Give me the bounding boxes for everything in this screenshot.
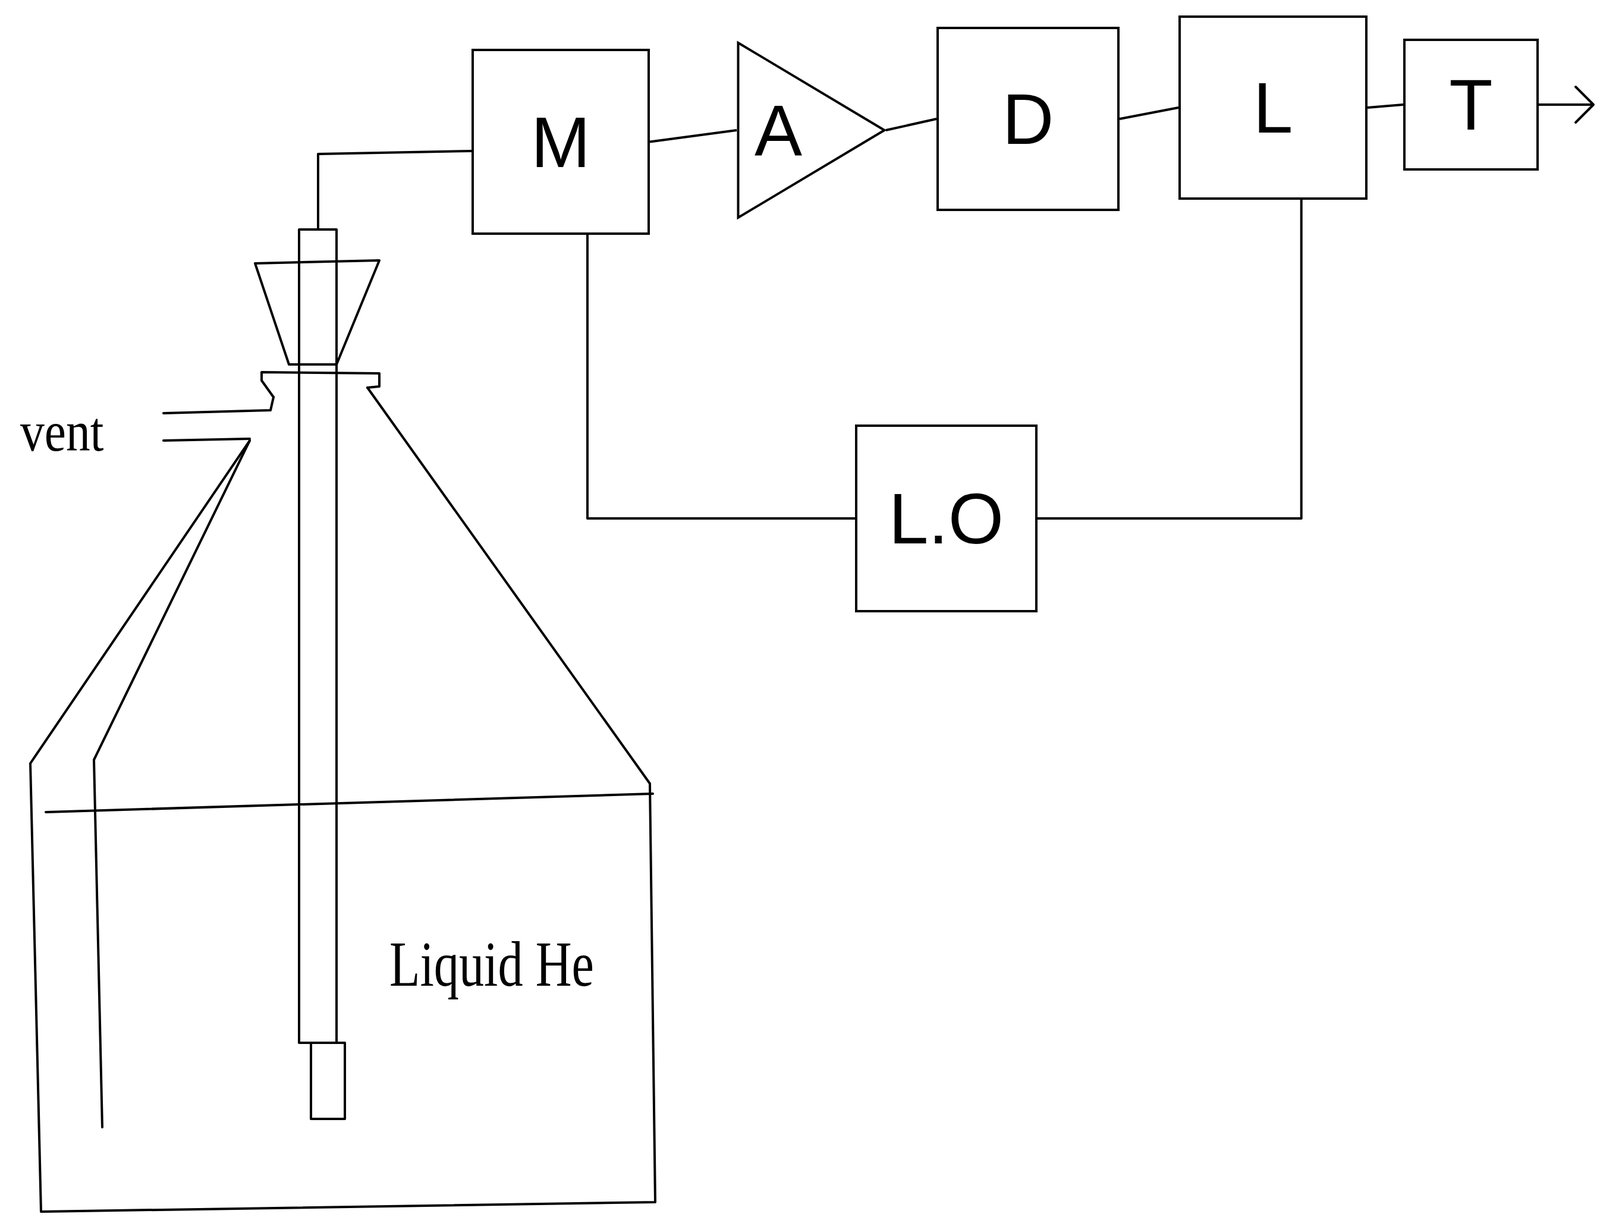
node-letter: A xyxy=(754,94,803,166)
stopper xyxy=(255,260,380,365)
signal-wire xyxy=(1119,107,1179,119)
output-arrow xyxy=(1538,86,1594,123)
liquid-label: Liquid He xyxy=(389,932,594,997)
probe-tube xyxy=(299,229,337,1043)
signal-wire xyxy=(885,118,937,131)
signal-wire xyxy=(649,130,737,143)
signal-wire xyxy=(587,234,855,519)
signal-wire xyxy=(1367,104,1404,108)
detector-box: D xyxy=(936,26,1120,212)
liquid-level xyxy=(45,793,653,813)
local-oscillator-box: L.O xyxy=(854,424,1038,613)
signal-wire xyxy=(1037,199,1302,519)
probe-wire xyxy=(318,151,472,230)
node-letter: L.O xyxy=(888,482,1004,555)
vent-pipe xyxy=(163,397,274,414)
vent-pipe xyxy=(163,438,250,441)
dewar-inner-wall xyxy=(93,440,250,1128)
probe-sensor xyxy=(310,1042,345,1119)
vent-label: vent xyxy=(20,403,104,461)
node-letter: M xyxy=(530,106,591,178)
mixer-box: M xyxy=(471,48,650,235)
output-box: T xyxy=(1403,38,1539,171)
dewar-outer-wall xyxy=(30,387,656,1212)
node-letter: L xyxy=(1253,71,1294,144)
node-letter: T xyxy=(1448,68,1493,141)
triangle-shape xyxy=(738,42,885,218)
lock-box: L xyxy=(1178,15,1368,200)
node-letter: D xyxy=(1002,83,1055,155)
dewar-neck xyxy=(261,372,380,398)
amplifier-triangle: A xyxy=(736,41,886,220)
